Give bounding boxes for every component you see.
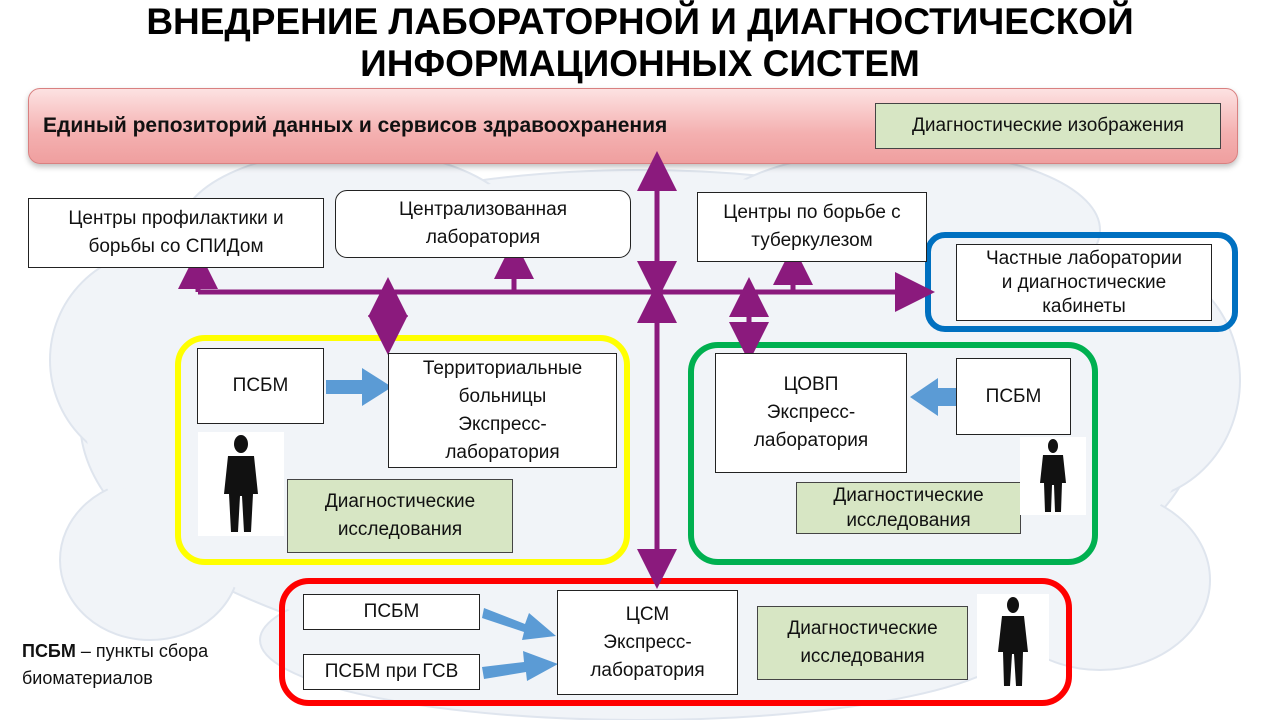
psbm-to-tsovp-arrow xyxy=(910,378,956,416)
tsovp-node: ЦОВП Экспресс- лаборатория xyxy=(715,353,907,473)
psbm-tsovp-node: ПСБМ xyxy=(956,358,1071,435)
hospitals-line-4: лаборатория xyxy=(445,441,560,463)
health-data-repository: Единый репозиторий данных и сервисов здр… xyxy=(28,88,1238,164)
hospitals-line-1: Территориальные xyxy=(422,357,583,379)
tsm-diag-line-1: Диагностические xyxy=(787,618,938,639)
aids-center-node: Центры профилактики и борьбы со СПИДом xyxy=(28,198,324,268)
legend-line-1: ПСБМ – пункты сбора xyxy=(22,638,208,665)
hospitals-line-2: больницы xyxy=(458,385,547,407)
hospital-diag-line-2: исследования xyxy=(337,519,463,540)
hospital-diag-line-1: Диагностические xyxy=(324,491,476,512)
tsovp-diagnostics-box: Диагностические исследования xyxy=(796,482,1021,534)
legend-term: ПСБМ xyxy=(22,641,76,661)
tsm-diagnostics-box: Диагностические исследования xyxy=(757,606,968,680)
tsovp-line-3: лаборатория xyxy=(753,430,869,451)
tsovp-line-2: Экспресс- xyxy=(766,402,856,423)
tsovp-diag-line-2: исследования xyxy=(846,510,971,531)
central-lab-node: Централизованная лаборатория xyxy=(335,190,631,258)
territorial-hospitals-node: Территориальные больницы Экспресс- лабор… xyxy=(388,353,617,468)
aids-center-line-1: Центры профилактики и xyxy=(68,208,284,229)
page-title-line-1: ВНЕДРЕНИЕ ЛАБОРАТОРНОЙ И ДИАГНОСТИЧЕСКОЙ xyxy=(146,1,1134,42)
central-lab-line-1: Централизованная xyxy=(398,199,567,220)
aids-center-line-2: борьбы со СПИДом xyxy=(88,236,264,257)
central-lab-line-2: лаборатория xyxy=(425,227,541,248)
legend-line-2: биоматериалов xyxy=(22,668,153,688)
tsm-line-2: Экспресс- xyxy=(603,631,692,653)
tb-center-line-1: Центры по борьбе с xyxy=(723,202,901,223)
private-labs-line-2: и диагностические xyxy=(1001,271,1167,293)
tsovp-diag-line-1: Диагностические xyxy=(833,485,984,506)
psbm-hospital-node: ПСБМ xyxy=(197,348,324,424)
hospitals-line-3: Экспресс- xyxy=(458,413,547,435)
hospital-diagnostics-box: Диагностические исследования xyxy=(287,479,513,553)
private-labs-node: Частные лаборатории и диагностические ка… xyxy=(956,244,1212,321)
tb-center-node: Центры по борьбе с туберкулезом xyxy=(697,192,927,262)
psbm-gsv-node: ПСБМ при ГСВ xyxy=(303,654,480,690)
private-labs-line-3: кабинеты xyxy=(1042,295,1126,317)
psbm-to-tsm-arrow xyxy=(482,608,556,640)
person-silhouette-icon xyxy=(977,594,1049,690)
tsm-diag-line-2: исследования xyxy=(800,646,925,667)
person-silhouette-icon xyxy=(198,432,284,536)
person-silhouette-icon xyxy=(1020,437,1086,515)
diagnostic-images-box: Диагностические изображения xyxy=(875,103,1221,149)
psbm-to-hospital-arrow xyxy=(326,368,392,406)
page-title-line-2: ИНФОРМАЦИОННЫХ СИСТЕМ xyxy=(360,43,920,84)
psbm-gsv-to-tsm-arrow xyxy=(482,651,558,681)
psbm-tsm-node: ПСБМ xyxy=(303,594,480,630)
tsovp-region xyxy=(688,342,1098,565)
tb-center-line-2: туберкулезом xyxy=(751,230,873,251)
legend: ПСБМ – пункты сбора биоматериалов xyxy=(22,638,208,692)
tsovp-line-1: ЦОВП xyxy=(783,374,839,395)
repository-label: Единый репозиторий данных и сервисов здр… xyxy=(43,114,668,137)
tsm-line-3: лаборатория xyxy=(590,659,705,681)
private-labs-line-1: Частные лаборатории xyxy=(985,247,1183,269)
tsm-node: ЦСМ Экспресс- лаборатория xyxy=(557,590,738,695)
tsm-line-1: ЦСМ xyxy=(625,603,670,625)
legend-definition: – пункты сбора xyxy=(75,641,209,661)
